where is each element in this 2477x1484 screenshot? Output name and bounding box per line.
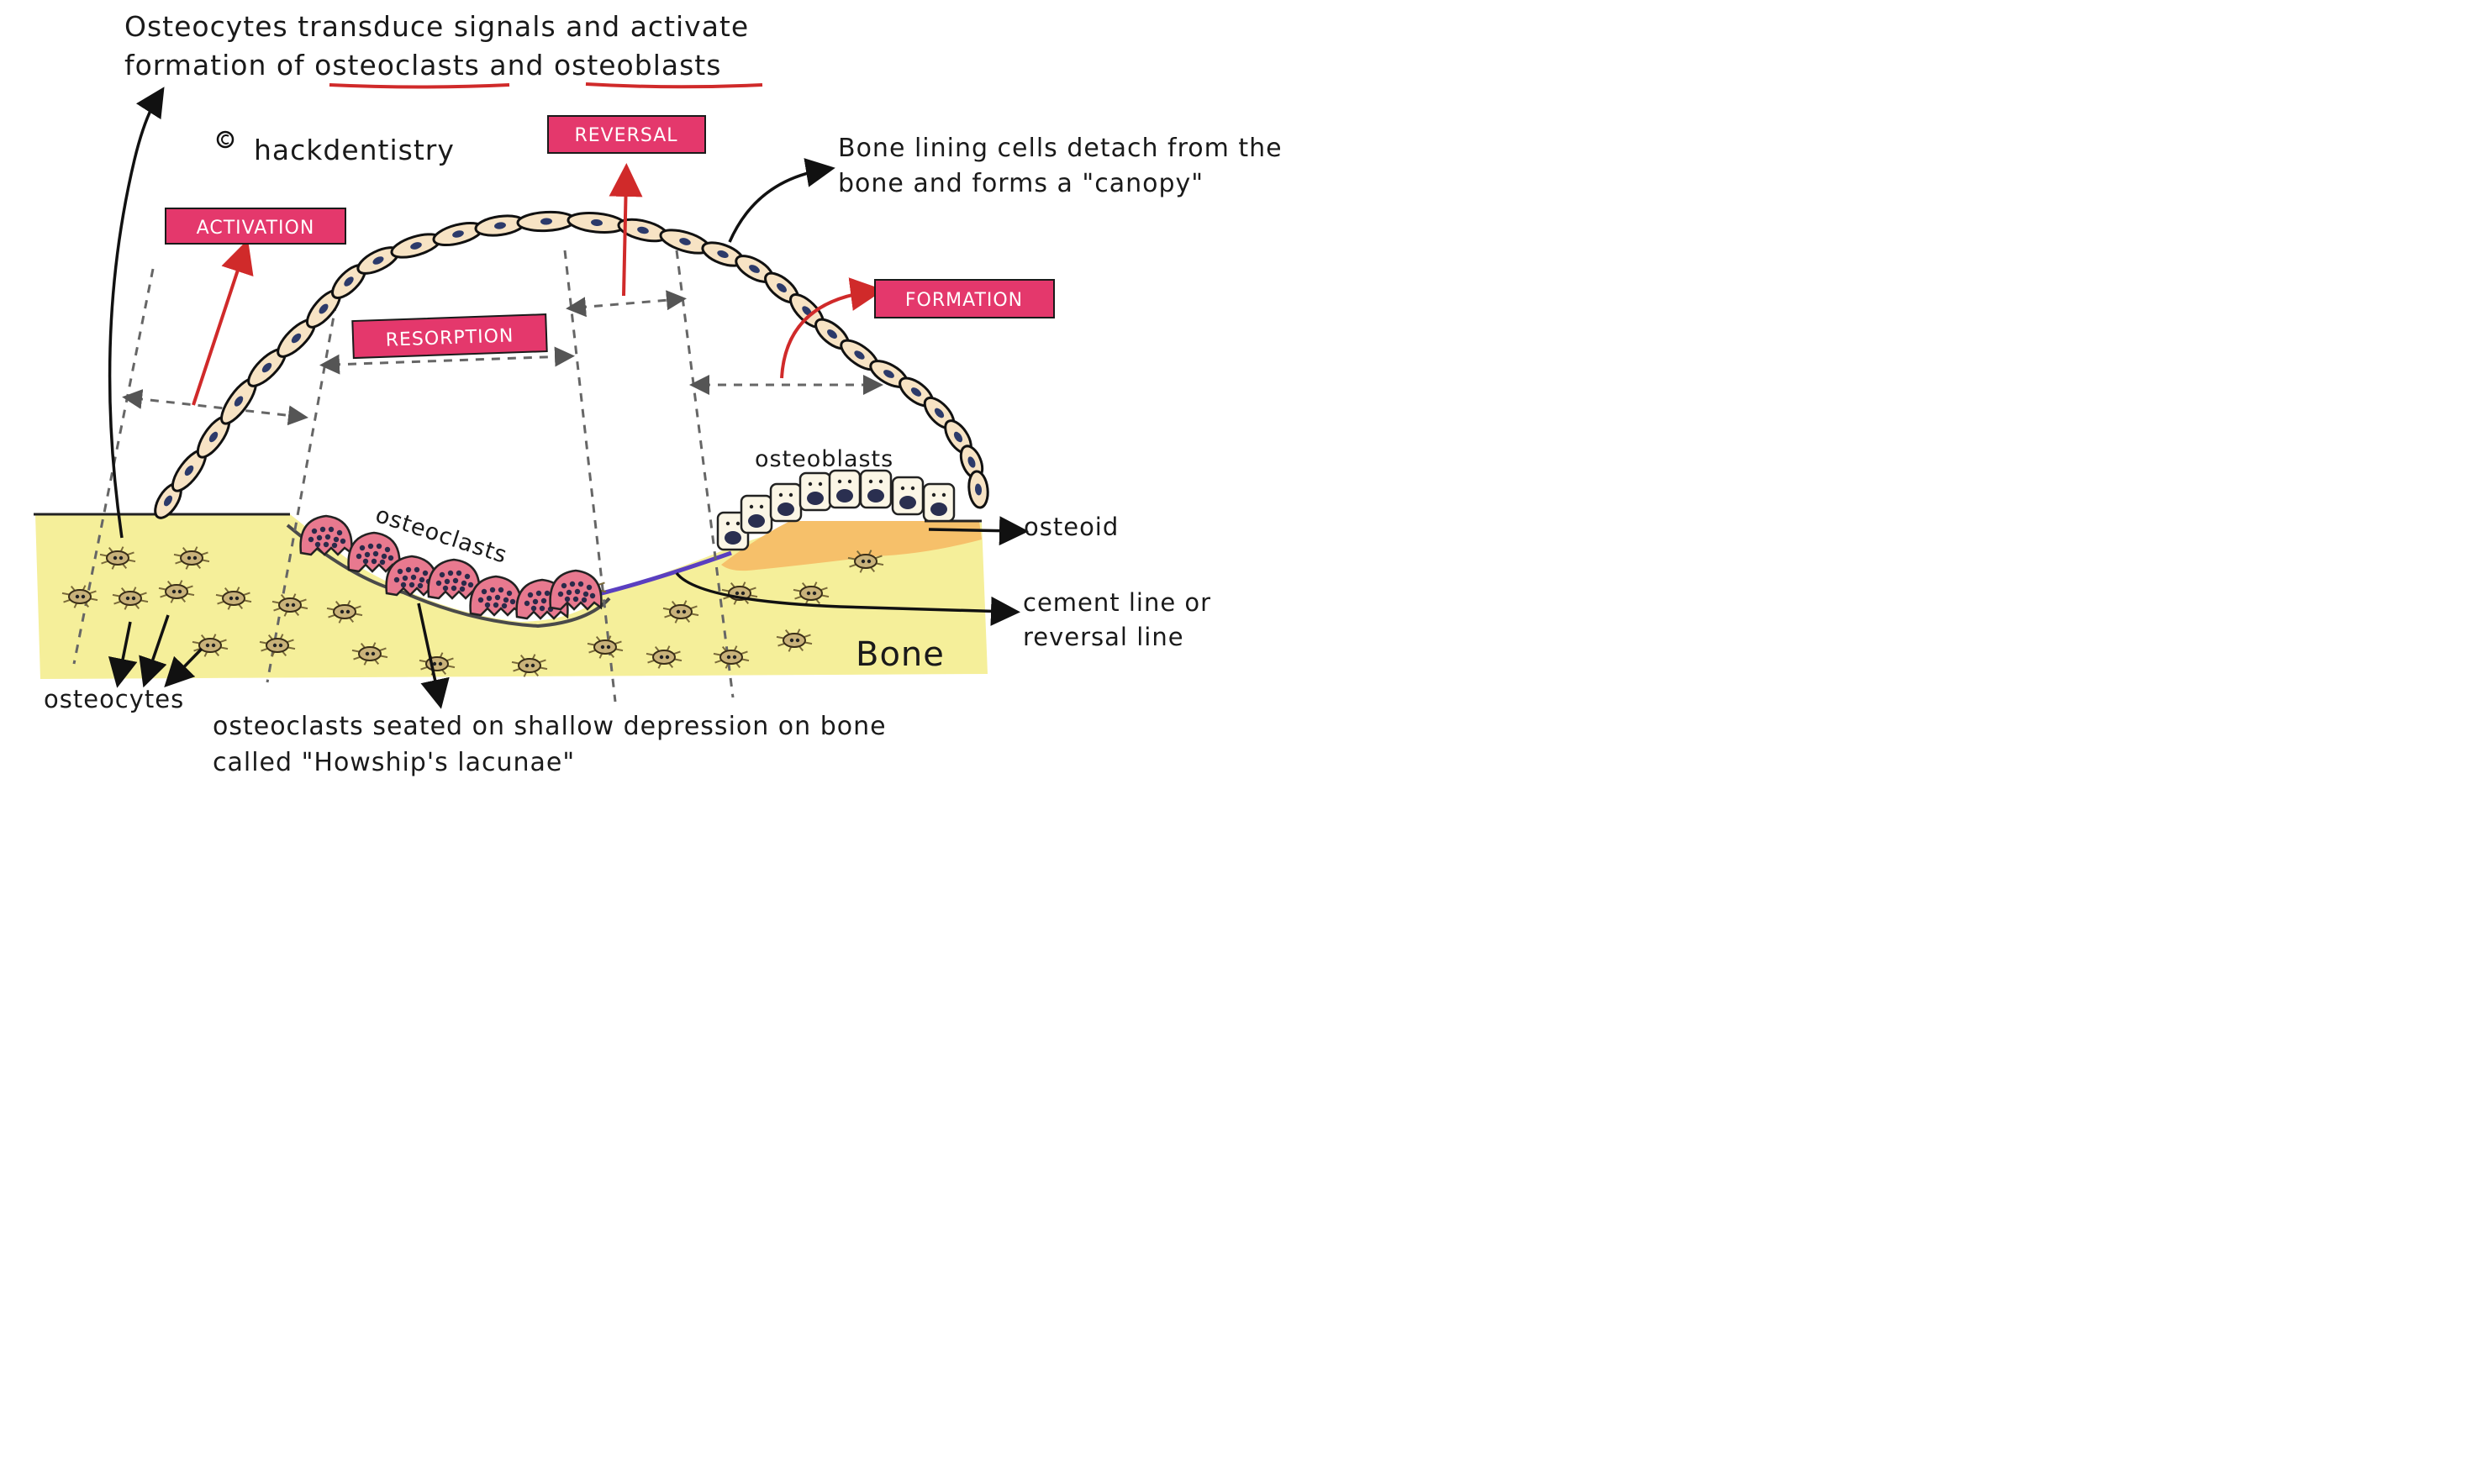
howship-label-arrow: [417, 603, 450, 709]
osteoclast: [549, 569, 603, 611]
osteoclast: [299, 514, 353, 556]
osteocyte-group: [61, 546, 884, 677]
canopy-label-line-2: bone and forms a "canopy": [838, 169, 1204, 198]
osteocyte: [351, 642, 388, 666]
osteoblast: [828, 469, 862, 509]
reversal-arrow: [609, 163, 643, 297]
bone-lining-cell-canopy: [154, 210, 989, 519]
resorption-box: RESORPTION: [351, 313, 548, 360]
osteoblast: [798, 471, 832, 512]
osteocyte: [793, 581, 830, 605]
osteoclast: [469, 575, 523, 617]
cement-line-label-1: cement line or: [1023, 588, 1211, 617]
osteocyte: [662, 600, 699, 624]
lining-cell: [356, 246, 400, 275]
formation-box: FORMATION: [874, 279, 1055, 318]
activation-label: ACTIVATION: [197, 218, 315, 239]
osteoclast: [427, 558, 481, 600]
osteoclast: [347, 531, 401, 573]
canopy-label-arrow: [728, 158, 835, 243]
osteocyte: [511, 654, 548, 677]
osteoblasts-underline: [585, 82, 763, 89]
lining-cell: [944, 419, 972, 455]
reversal-box: REVERSAL: [547, 115, 706, 154]
osteocyte: [192, 634, 229, 657]
activation-box: ACTIVATION: [165, 208, 346, 245]
lining-cell: [516, 210, 577, 233]
osteocyte: [61, 585, 98, 608]
osteocyte: [112, 587, 149, 610]
osteoblasts-highlight: osteoblasts: [554, 49, 721, 82]
lining-cell: [567, 212, 627, 234]
osteocytes-label: osteocytes: [44, 685, 184, 713]
formation-arrow: [780, 277, 884, 379]
resorption-label: RESORPTION: [385, 325, 514, 350]
osteoclasts-highlight: osteoclasts: [314, 49, 480, 82]
lining-cell: [432, 221, 484, 247]
osteoid-label: osteoid: [1024, 513, 1119, 541]
osteoblast: [922, 482, 956, 523]
lining-cell: [967, 470, 989, 509]
cement-line-label-2: reversal line: [1023, 623, 1184, 651]
osteocyte: [587, 635, 624, 659]
title-line-1: Osteocytes transduce signals and activat…: [124, 10, 749, 43]
bone-remodeling-diagram: Osteocytes transduce signals and activat…: [34, 10, 1283, 777]
osteocyte: [173, 546, 210, 570]
osteocyte: [271, 593, 308, 617]
copyright-icon: [216, 130, 235, 149]
howship-label-line-2: called "Howship's lacunae": [213, 748, 575, 777]
osteocyte-to-title-arrow: [108, 87, 165, 539]
osteocyte: [326, 600, 363, 624]
osteocyte-label-arrow-3: [164, 647, 203, 688]
osteoblast-group: [716, 469, 956, 551]
osteocyte: [158, 580, 195, 603]
osteocyte-label-arrow-2: [139, 614, 170, 688]
osteoblasts-label: osteoblasts: [755, 446, 893, 472]
osteocyte-label-arrow-1: [108, 621, 138, 688]
reversal-label: REVERSAL: [574, 125, 677, 146]
formation-label: FORMATION: [905, 290, 1023, 311]
osteoid-layer: [721, 521, 982, 571]
phase-span-arrows: [122, 290, 883, 426]
osteoblast: [740, 494, 773, 534]
osteoid-label-arrow: [928, 516, 1029, 546]
osteoblast: [769, 482, 803, 523]
osteoblast: [891, 476, 925, 516]
cement-line: [594, 550, 732, 597]
credit-text: hackdentistry: [254, 134, 455, 166]
canopy-label-line-1: Bone lining cells detach from the: [838, 134, 1283, 163]
osteoblast: [859, 469, 893, 509]
title-line-2: formation of osteoclasts and osteoblasts: [124, 49, 721, 82]
activation-arrow: [192, 239, 254, 406]
osteocyte: [847, 550, 884, 573]
osteocyte: [776, 629, 813, 652]
howship-label-line-1: osteoclasts seated on shallow depression…: [213, 712, 887, 741]
osteoclasts-underline: [329, 83, 510, 89]
osteocyte: [215, 587, 252, 610]
osteocyte: [99, 546, 136, 570]
howship-lacuna-line: [286, 524, 611, 629]
osteocyte: [259, 634, 296, 657]
osteoclast-group: [299, 514, 603, 620]
cement-label-arrow: [675, 571, 1020, 626]
osteocyte: [713, 645, 750, 669]
lining-cell: [474, 214, 526, 237]
bone-label: Bone: [856, 635, 945, 674]
osteocyte: [646, 645, 682, 669]
lining-cell: [220, 377, 257, 425]
osteoclast: [385, 555, 439, 597]
